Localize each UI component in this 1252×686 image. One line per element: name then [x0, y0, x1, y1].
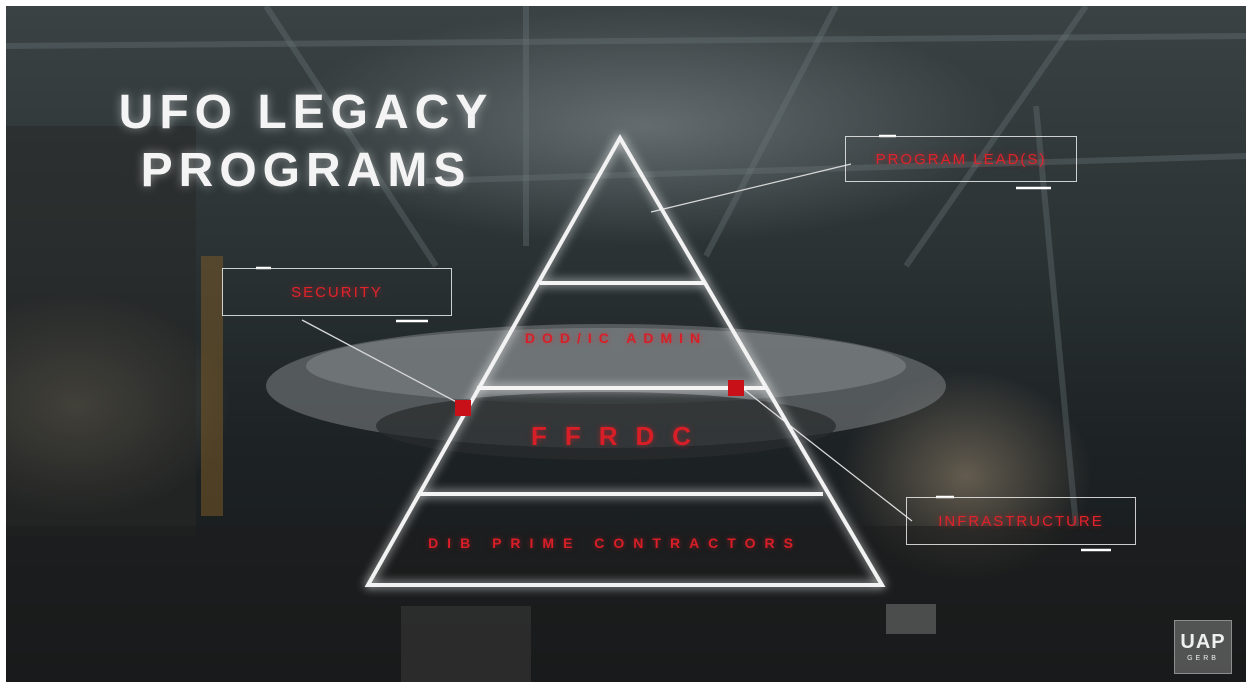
title-line-2: PROGRAMS — [140, 144, 472, 197]
security-marker — [455, 400, 471, 416]
infrastructure-marker — [728, 380, 744, 396]
tier-ffrdc: FFRDC — [530, 421, 710, 451]
infrastructure-label: INFRASTRUCTURE — [906, 497, 1136, 545]
security-label: SECURITY — [222, 268, 452, 316]
hangar-background — [6, 6, 1246, 682]
connector-security — [301, 319, 465, 407]
tier-dod-ic-admin: DOD/IC ADMIN — [524, 330, 708, 346]
tier-dib-prime-contractors: DIB PRIME CONTRACTORS — [428, 535, 802, 551]
program-lead-label: PROGRAM LEAD(S) — [845, 136, 1077, 182]
video-frame — [6, 6, 1246, 682]
logo-sub-text: GERB — [1187, 655, 1219, 662]
pyramid-outline — [364, 133, 886, 587]
logo-main-text: UAP — [1180, 631, 1226, 653]
channel-logo: UAP GERB — [1174, 620, 1232, 674]
connector-program-lead — [650, 163, 852, 213]
title-line-1: UFO LEGACY — [118, 86, 494, 139]
slide-title: UFO LEGACY PROGRAMS — [96, 84, 516, 200]
connector-infrastructure — [741, 387, 913, 522]
